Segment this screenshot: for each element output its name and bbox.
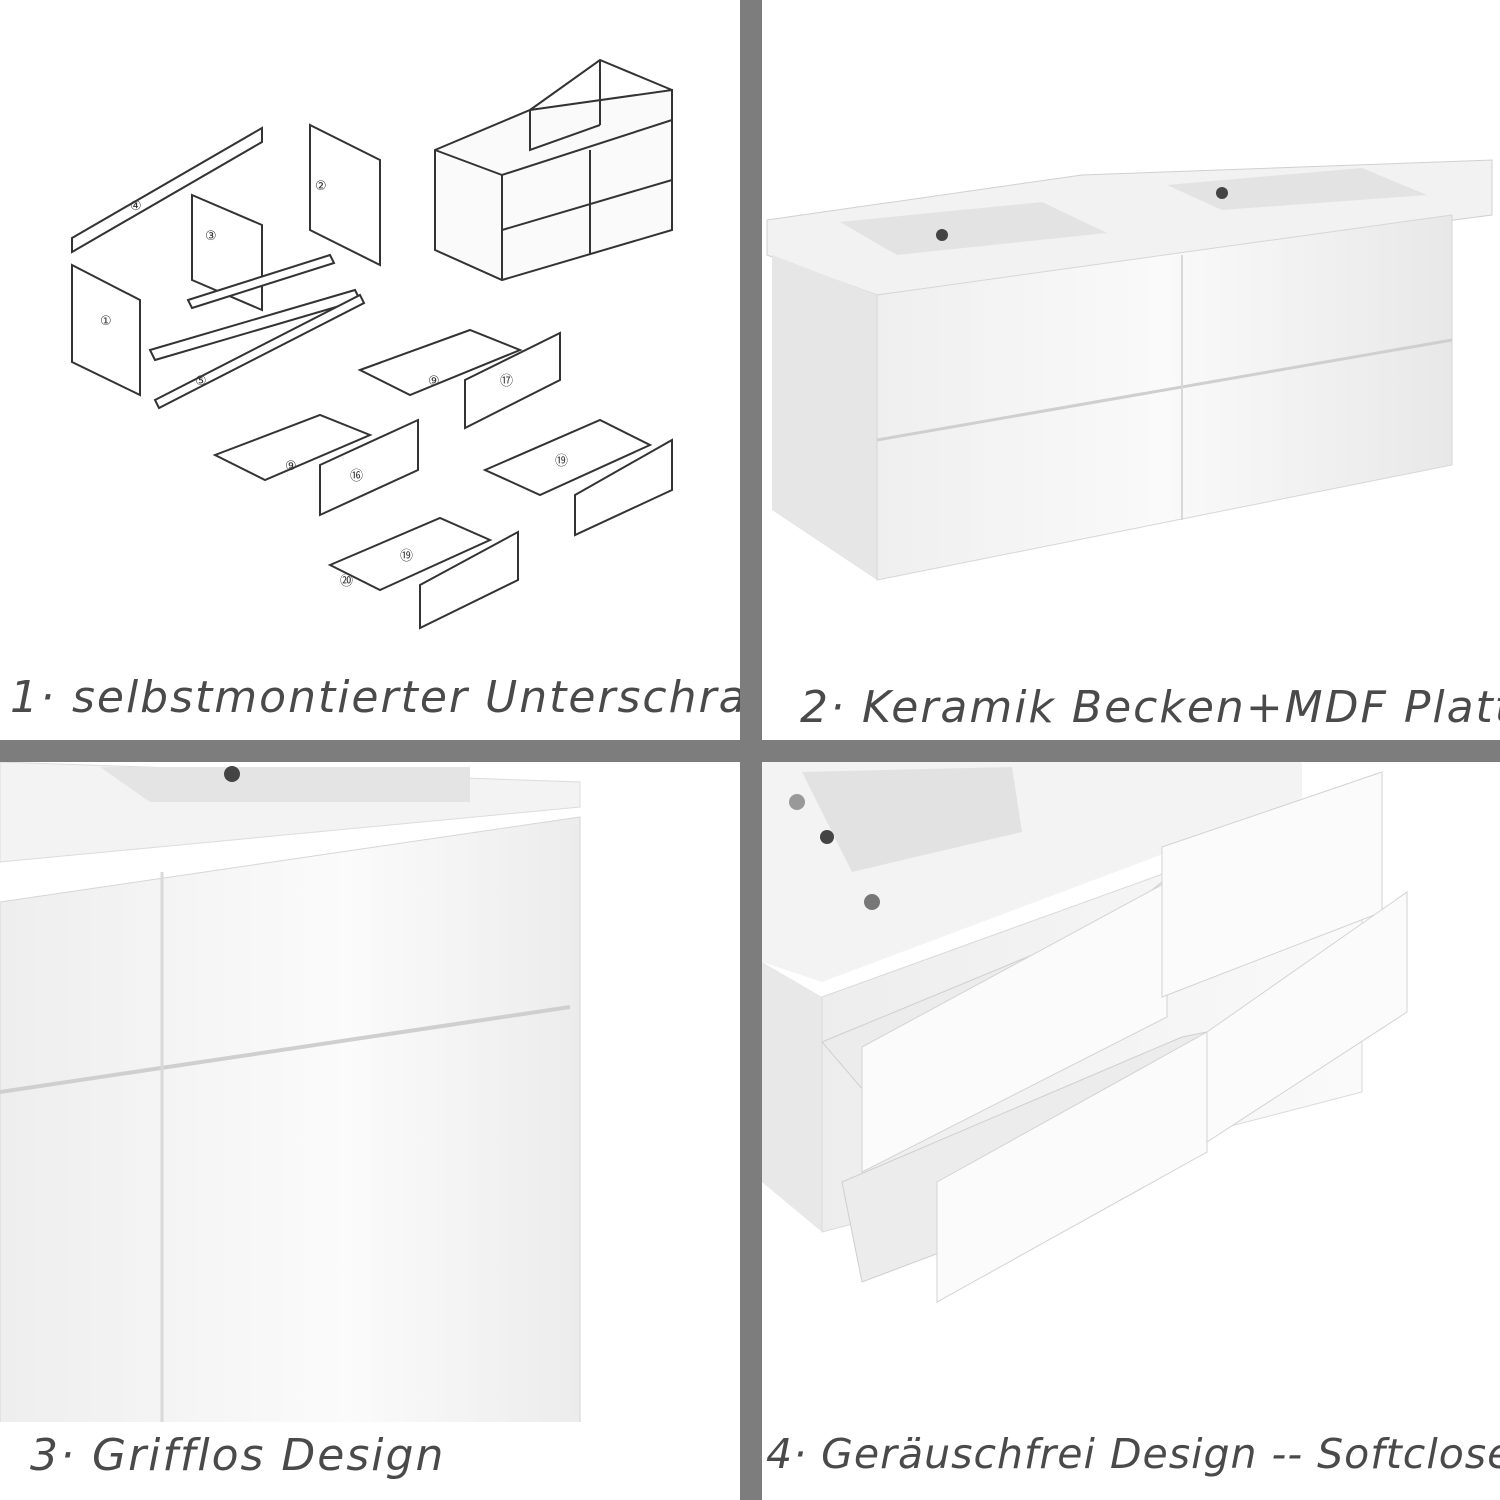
- part-number-20: ⑳: [340, 574, 353, 589]
- part-number-3: ③: [205, 229, 217, 244]
- part-number-2: ②: [315, 179, 327, 194]
- panel-handleless: 3· Grifflos Design: [0, 762, 740, 1500]
- panel-softclose: 4· Geräuschfrei Design -- Softclose: [762, 762, 1500, 1500]
- part-number-1: ①: [100, 314, 112, 329]
- caption-panel-3: 3· Grifflos Design: [30, 1430, 446, 1481]
- caption-panel-1: 1· selbstmontierter Unterschrank: [10, 672, 740, 723]
- part-number-9: ⑨: [428, 374, 440, 389]
- assembled-cabinet: [434, 58, 673, 282]
- part-number-5: ⑤: [195, 374, 207, 389]
- cabinet-illustration: [766, 159, 1493, 581]
- part-number-16: ⑯: [350, 469, 363, 484]
- part-number-9b: ⑨: [285, 459, 297, 474]
- assembly-diagram: ① ② ③ ④ ⑤ ⑨ ⑨ ⑰ ⑯ ⑲ ⑲ ⑳: [71, 58, 673, 630]
- part-number-19: ⑲: [555, 454, 568, 469]
- panel-cabinet-basin: 2· Keramik Becken+MDF Platte: [762, 0, 1500, 740]
- softclose-drawers: [762, 762, 1408, 1303]
- part-number-19b: ⑲: [400, 549, 413, 564]
- caption-panel-2: 2· Keramik Becken+MDF Platte: [800, 682, 1500, 733]
- caption-panel-4: 4· Geräuschfrei Design -- Softclose: [766, 1430, 1500, 1478]
- handleless-closeup: [0, 762, 581, 1422]
- panel-assembly-diagram: ① ② ③ ④ ⑤ ⑨ ⑨ ⑰ ⑯ ⑲ ⑲ ⑳ 1· selbstmontier…: [0, 0, 740, 740]
- part-number-4: ④: [130, 199, 142, 214]
- part-number-17: ⑰: [500, 374, 513, 389]
- horizontal-divider: [0, 740, 1500, 762]
